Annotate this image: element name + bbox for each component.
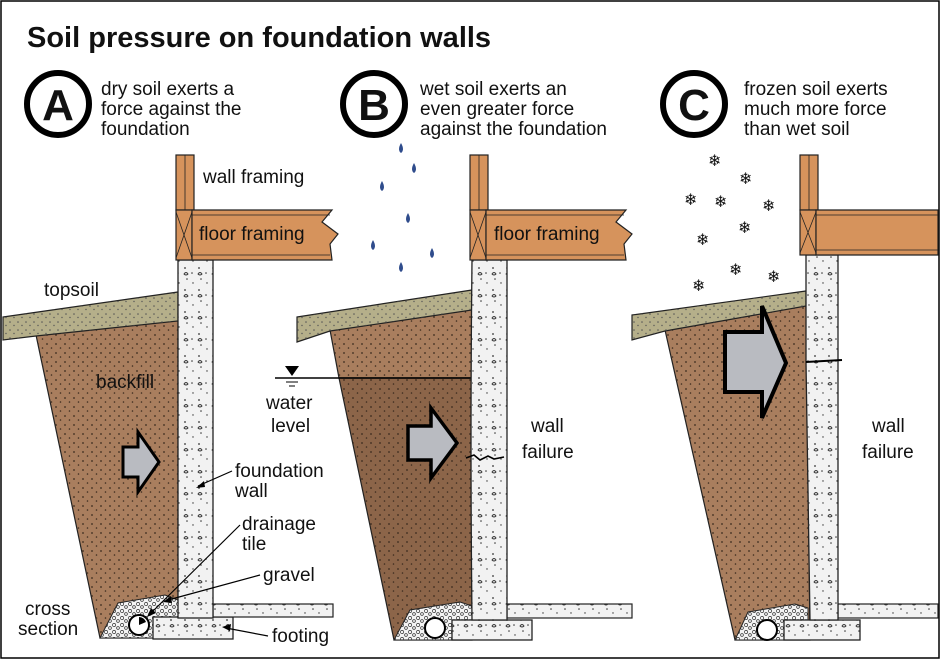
svg-text:❄: ❄ — [692, 278, 705, 295]
svg-text:❄: ❄ — [767, 269, 780, 286]
svg-text:❄: ❄ — [696, 232, 709, 249]
panel-b-badge-letter: B — [358, 81, 390, 130]
wall-failure-label: wall failure — [862, 416, 914, 463]
wall-crack — [465, 454, 505, 461]
svg-text:❄: ❄ — [708, 153, 721, 170]
floor-framing — [815, 209, 939, 256]
panel-a-badge-letter: A — [42, 81, 74, 130]
floor-framing-label: floor framing — [199, 224, 305, 245]
diagram-title: Soil pressure on foundation walls — [27, 22, 491, 54]
wall-crack — [805, 359, 843, 363]
panel-b-caption: wet soil exerts an even greater force ag… — [419, 79, 607, 140]
svg-text:❄: ❄ — [729, 262, 742, 279]
drainage-tile — [424, 617, 446, 639]
water-level-label: water level — [265, 393, 318, 437]
svg-text:❄: ❄ — [684, 192, 697, 209]
raindrop-icon — [371, 143, 434, 272]
panel-a: A dry soil exerts a force against the fo… — [2, 70, 339, 647]
drainage-tile — [756, 619, 778, 641]
topsoil-label: topsoil — [44, 280, 99, 301]
panel-b: B wet soil exerts an even greater force … — [265, 70, 633, 641]
cross-section-label: cross section — [18, 599, 78, 640]
snowflake-icon: ❄ ❄ ❄ ❄ ❄ ❄ ❄ ❄ ❄ ❄ — [684, 153, 780, 295]
svg-text:❄: ❄ — [762, 198, 775, 215]
panel-b-badge — [340, 70, 408, 138]
svg-text:❄: ❄ — [739, 171, 752, 188]
force-arrow-icon — [406, 402, 460, 484]
panel-c: C frozen soil exerts much more force tha… — [631, 70, 939, 641]
panel-c-caption: frozen soil exerts much more force than … — [744, 79, 893, 140]
footing-label: footing — [272, 626, 329, 647]
gravel-label: gravel — [263, 565, 315, 586]
drainage-tile-label: drainage tile — [242, 514, 321, 555]
floor-framing — [485, 209, 633, 261]
backfill-label: backfill — [96, 372, 154, 393]
floor-framing — [191, 209, 339, 261]
panel-c-badge-letter: C — [678, 81, 710, 130]
panel-a-caption: dry soil exerts a force against the foun… — [101, 79, 247, 140]
force-arrow-icon — [121, 427, 161, 497]
water-level-triangle-icon — [285, 366, 299, 376]
panel-c-badge — [660, 70, 728, 138]
floor-framing-label: floor framing — [494, 224, 600, 245]
svg-text:❄: ❄ — [714, 194, 727, 211]
wall-framing-label: wall framing — [202, 167, 304, 188]
force-arrow-icon — [723, 305, 789, 419]
wall-failure-label: wall failure — [522, 416, 574, 463]
panel-a-badge — [24, 70, 92, 138]
foundation-wall-label: foundation wall — [234, 461, 329, 502]
svg-text:❄: ❄ — [738, 220, 751, 237]
